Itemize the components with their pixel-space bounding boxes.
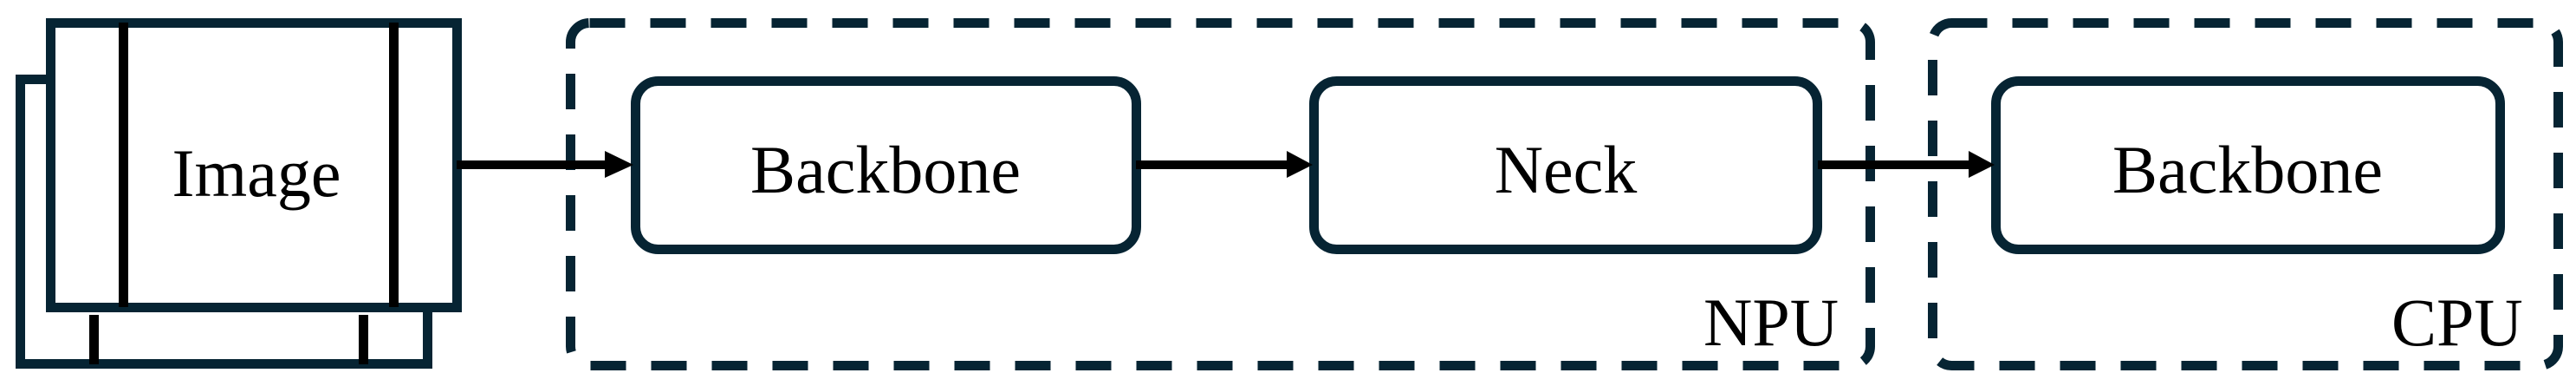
arrow-neck-to-cpu-backbone bbox=[1818, 151, 1995, 178]
image-input-label: Image bbox=[172, 135, 341, 211]
arrow-image-to-backbone bbox=[457, 151, 633, 178]
cpu-group-label: CPU bbox=[2391, 285, 2523, 360]
arrowhead-icon bbox=[1287, 151, 1313, 178]
arrowhead-icon bbox=[1969, 151, 1995, 178]
npu-group-label: NPU bbox=[1703, 285, 1840, 360]
npu-neck-label: Neck bbox=[1494, 132, 1638, 207]
cpu-backbone-node-box[interactable] bbox=[1991, 76, 2505, 254]
npu-neck-node-box[interactable] bbox=[1309, 76, 1822, 254]
cpu-backbone-label: Backbone bbox=[2112, 132, 2383, 207]
npu-backbone-label: Backbone bbox=[750, 132, 1021, 207]
npu-group-boundary bbox=[566, 18, 1875, 370]
image-stack-icon bbox=[16, 18, 462, 369]
cpu-group-boundary bbox=[1928, 18, 2563, 370]
arrowhead-icon bbox=[605, 151, 633, 178]
arrow-backbone-to-neck bbox=[1136, 151, 1313, 178]
